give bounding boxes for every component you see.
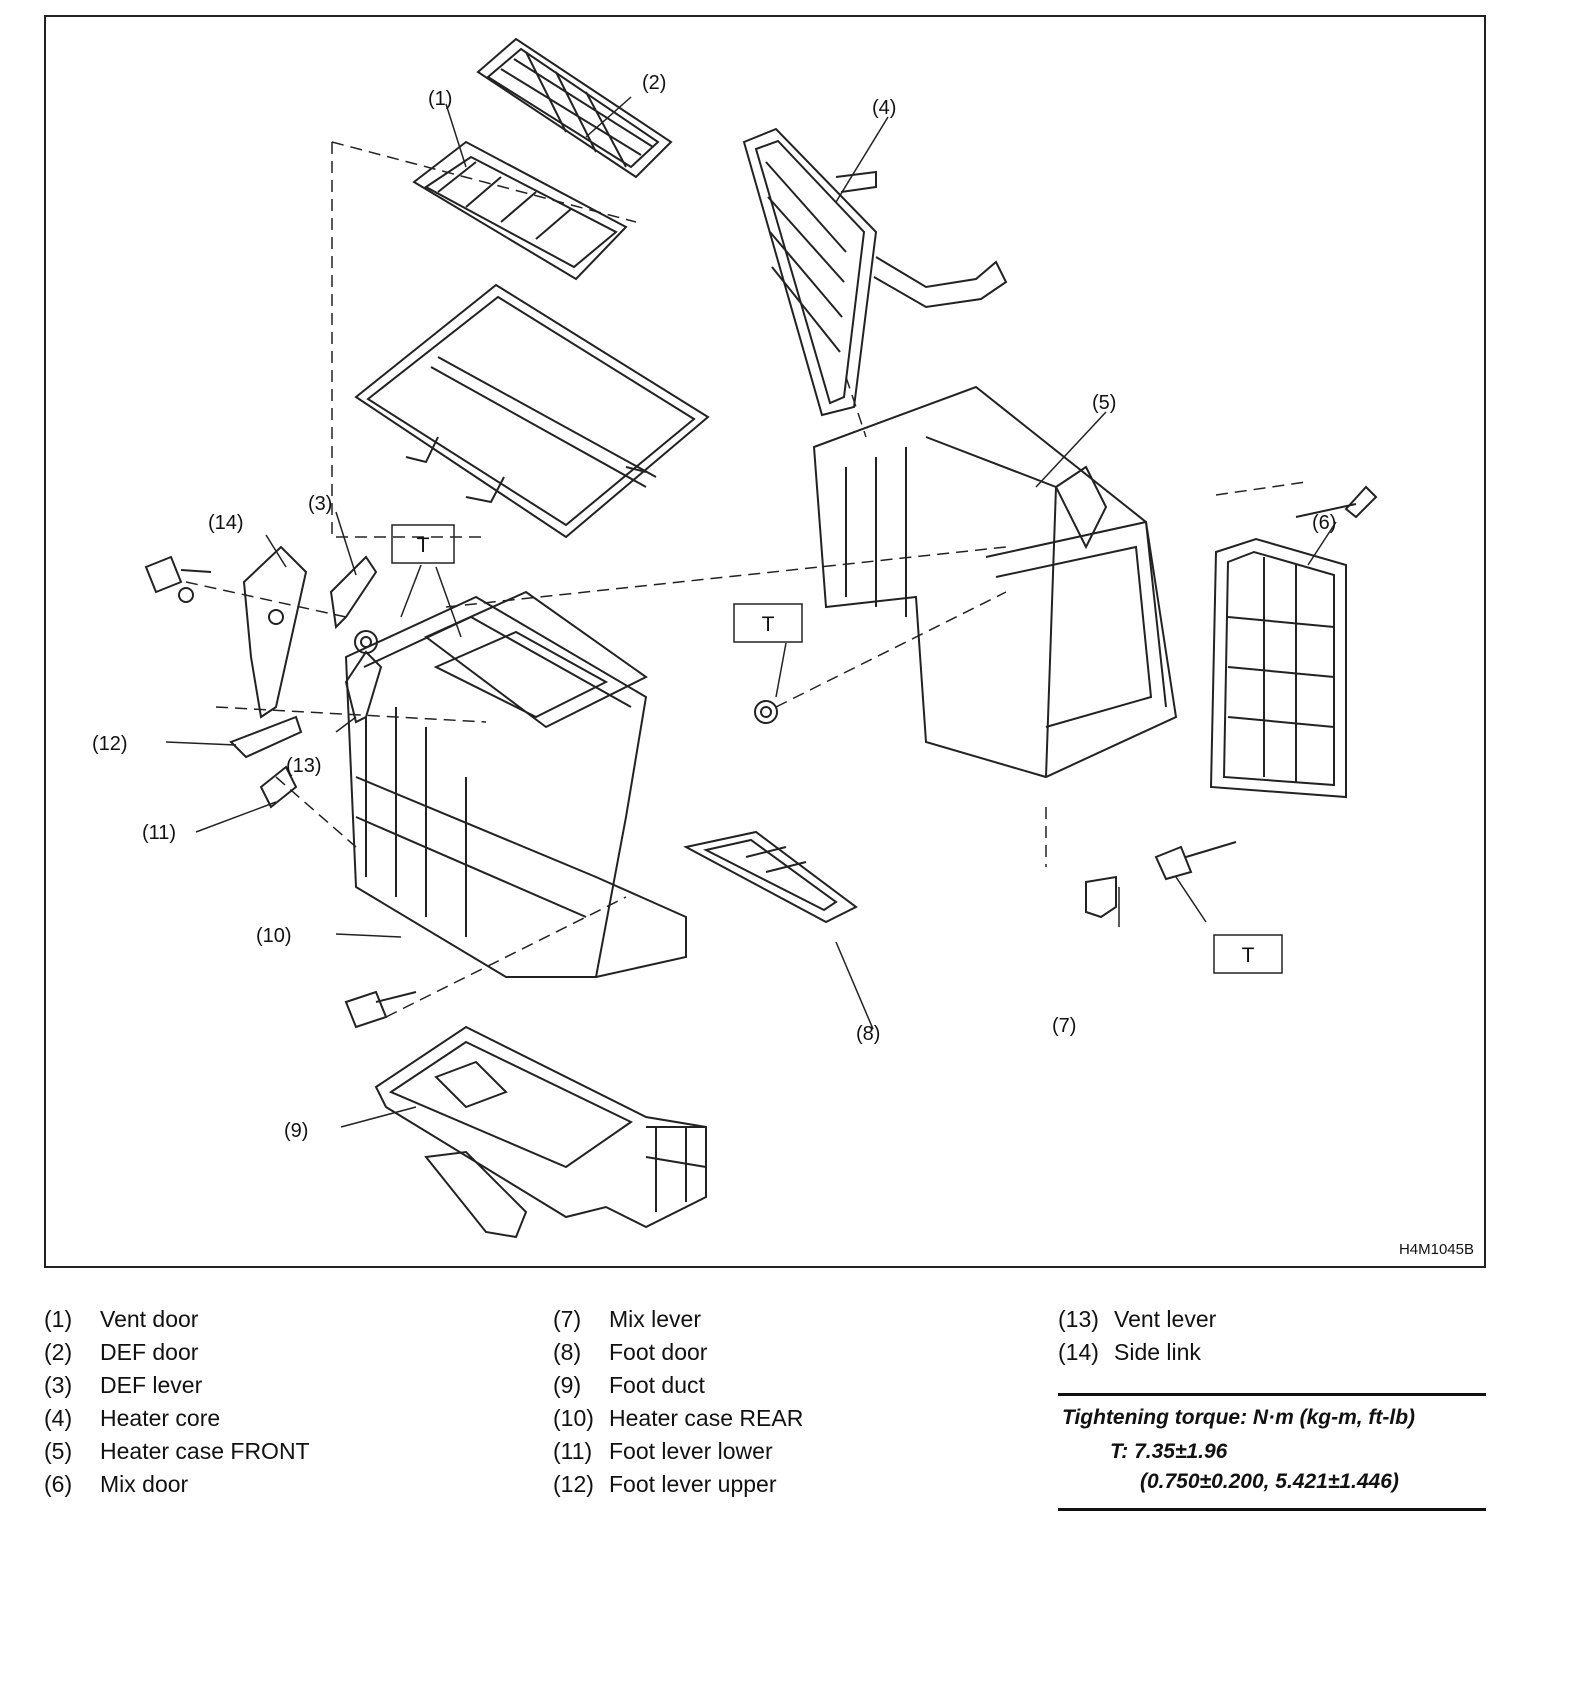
legend-item: (6) Mix door: [44, 1468, 310, 1501]
callout-14: (14): [208, 512, 244, 534]
legend-item: (14) Side link: [1058, 1336, 1216, 1369]
torque-marker-boxes: T T T: [391, 524, 1283, 974]
legend-item: (1) Vent door: [44, 1303, 310, 1336]
legend-label: Side link: [1114, 1339, 1201, 1365]
callout-1: (1): [428, 88, 452, 110]
callout-6: (6): [1312, 512, 1336, 534]
torque-marker-1: T: [417, 534, 430, 557]
legend-item: (11) Foot lever lower: [553, 1435, 803, 1468]
torque-conversion: (0.750±0.200, 5.421±1.446): [1140, 1470, 1399, 1493]
torque-top-rule: [1058, 1393, 1486, 1396]
exploded-diagram: (1) (2) (3) (4) (5) (6) (7) (8) (9) (10)…: [44, 15, 1486, 1268]
legend-item: (5) Heater case FRONT: [44, 1435, 310, 1468]
callout-13: (13): [286, 755, 322, 777]
def-door-part: [476, 37, 673, 179]
legend-label: DEF door: [100, 1339, 199, 1365]
heater-case-front-part: [812, 385, 1178, 779]
callout-12: (12): [92, 733, 128, 755]
legend-column-3: (13) Vent lever (14) Side link: [1058, 1303, 1216, 1369]
legend-item: (2) DEF door: [44, 1336, 310, 1369]
callout-8: (8): [856, 1023, 880, 1045]
torque-value: T: 7.35±1.96: [1110, 1440, 1228, 1463]
legend-number: (12): [553, 1471, 594, 1497]
callout-labels: (1) (2) (3) (4) (5) (6) (7) (8) (9) (10)…: [92, 72, 1336, 1142]
legend-column-1: (1) Vent door (2) DEF door (3) DEF lever (4…: [44, 1303, 310, 1501]
levers-and-links: [144, 485, 1378, 1029]
legend-number: (8): [553, 1339, 582, 1365]
legend-number: (5): [44, 1438, 73, 1464]
legend-item: (7) Mix lever: [553, 1303, 803, 1336]
legend-number: (10): [553, 1405, 594, 1431]
legend-item: (4) Heater core: [44, 1402, 310, 1435]
legend-label: Heater case FRONT: [100, 1438, 310, 1464]
legend-number: (3): [44, 1372, 73, 1398]
legend-column-2: (7) Mix lever (8) Foot door (9) Foot duct (…: [553, 1303, 803, 1501]
tightening-torque-box: Tightening torque: N·m (kg-m, ft-lb) T: …: [1058, 1393, 1486, 1511]
legend-number: (4): [44, 1405, 73, 1431]
callout-9: (9): [284, 1120, 308, 1142]
legend-label: DEF lever: [100, 1372, 203, 1398]
legend-number: (14): [1058, 1339, 1099, 1365]
callout-11: (11): [142, 822, 176, 844]
legend-label: Mix lever: [609, 1306, 702, 1332]
legend-item: (12) Foot lever upper: [553, 1468, 803, 1501]
legend-number: (1): [44, 1306, 73, 1332]
leader-lines: [165, 96, 1337, 1128]
legend-number: (7): [553, 1306, 582, 1332]
legend-item: (13) Vent lever: [1058, 1303, 1216, 1336]
legend-number: (9): [553, 1372, 582, 1398]
legend-item: (8) Foot door: [553, 1336, 803, 1369]
torque-marker-3: T: [1242, 944, 1255, 967]
figure-code: H4M1045B: [1398, 1241, 1474, 1258]
legend-label: Foot duct: [609, 1372, 705, 1398]
foot-duct-part: [374, 1025, 707, 1239]
diagram-drawing: (1) (2) (3) (4) (5) (6) (7) (8) (9) (10)…: [92, 37, 1378, 1239]
legend-label: Mix door: [100, 1471, 189, 1497]
frame-gasket-part: [354, 283, 710, 539]
heater-case-rear-part: [344, 590, 687, 978]
vent-door-part: [412, 140, 628, 281]
legend-label: Heater core: [100, 1405, 221, 1431]
callout-5: (5): [1092, 392, 1116, 414]
callout-4: (4): [872, 97, 896, 119]
legend-number: (2): [44, 1339, 73, 1365]
assembly-dash-lines: [185, 141, 1307, 1018]
heater-core-part: [742, 127, 1008, 417]
torque-title: Tightening torque: N·m (kg-m, ft-lb): [1062, 1406, 1416, 1429]
legend-item: (10) Heater case REAR: [553, 1402, 803, 1435]
legend-label: Foot lever upper: [609, 1471, 777, 1497]
legend-number: (11): [553, 1438, 593, 1464]
legend-number: (13): [1058, 1306, 1099, 1332]
legend-label: Foot lever lower: [609, 1438, 773, 1464]
mix-door-part: [1209, 537, 1347, 799]
callout-10: (10): [256, 925, 292, 947]
torque-marker-2: T: [762, 613, 775, 636]
legend-label: Vent door: [100, 1306, 199, 1332]
torque-bottom-rule: [1058, 1508, 1486, 1511]
foot-door-part: [683, 830, 858, 924]
legend-label: Vent lever: [1114, 1306, 1217, 1332]
legend-label: Foot door: [609, 1339, 708, 1365]
callout-7: (7): [1052, 1015, 1076, 1037]
callout-3: (3): [308, 493, 332, 515]
callout-2: (2): [642, 72, 666, 94]
legend-item: (9) Foot duct: [553, 1369, 803, 1402]
legend-label: Heater case REAR: [609, 1405, 804, 1431]
legend-item: (3) DEF lever: [44, 1369, 310, 1402]
legend-number: (6): [44, 1471, 73, 1497]
